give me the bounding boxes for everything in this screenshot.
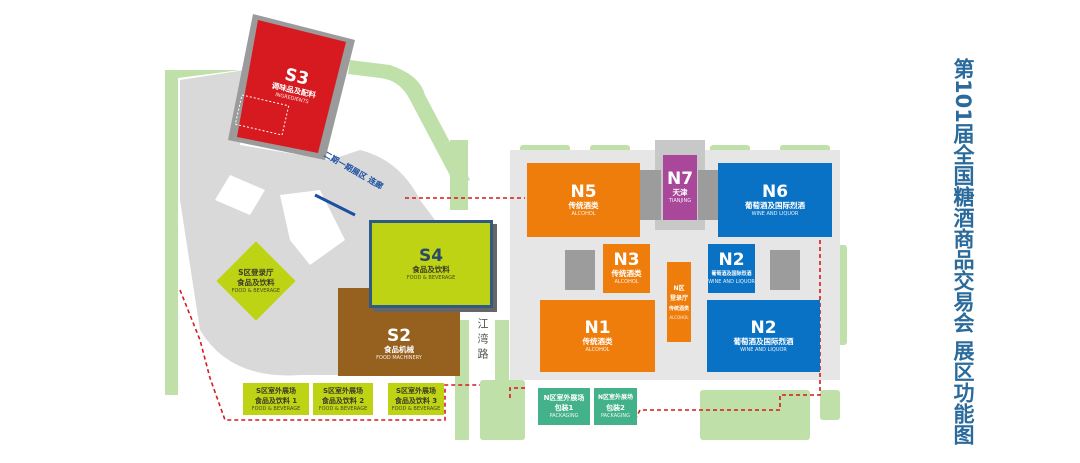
hall-code: N6 (761, 181, 789, 202)
hall-category-en: FOOD & BEVERAGE (391, 405, 441, 412)
outdoor-s2[interactable]: S区室外展场 食品及饮料 2 FOOD & BEVERAGE (313, 383, 373, 415)
hall-category-cn: 葡萄酒及国际烈酒 (711, 271, 752, 277)
hall-category-cn: 传统酒类 (611, 269, 642, 278)
outdoor-s1[interactable]: S区室外展场 食品及饮料 1 FOOD & BEVERAGE (243, 383, 309, 415)
hall-category-cn: 传统酒类 (668, 305, 689, 312)
hall-category-cn: 传统酒类 (568, 200, 599, 210)
page-title: 第101届全国糖酒商品交易会 展区功能图 (951, 58, 975, 446)
hall-category-cn: 传统酒类 (582, 336, 613, 346)
outdoor-s3[interactable]: S区室外展场 食品及饮料 3 FOOD & BEVERAGE (388, 383, 444, 415)
hall-code: S4 (418, 245, 444, 266)
hall-category-cn: 食品及饮料 2 (321, 396, 365, 405)
hall-category-cn: 食品及饮料 (237, 277, 275, 287)
hall-s4[interactable]: S4 食品及饮料 FOOD & BEVERAGE (369, 220, 493, 308)
hall-category-en: FOOD & BEVERAGE (318, 405, 368, 412)
hall-category-cn: 包装1 (554, 404, 574, 412)
hall-name: N区 (673, 284, 685, 292)
hall-category-cn: 食品及饮料 1 (254, 396, 298, 405)
hall-category-cn: 葡萄酒及国际烈酒 (745, 200, 805, 210)
hall-category-cn: 包装2 (606, 404, 625, 412)
hall-category-cn: 食品机械 (384, 344, 414, 354)
hall-category-en: PACKAGING (549, 413, 579, 419)
hall-name: N区室外展场 (597, 394, 634, 401)
hall-name: 登录厅 (669, 294, 688, 302)
hall-category-en: ALCOHOL (571, 210, 596, 217)
hall-category-cn: 天津 (672, 188, 688, 197)
road-label: 江湾路 (476, 318, 489, 363)
hall-code: N2 (750, 317, 777, 338)
hall-category-en: TIANJING (668, 198, 692, 204)
hall-category-en: ALCOHOL (669, 314, 689, 320)
hall-category-en: ALCOHOL (614, 279, 639, 285)
hall-category-en: FOOD MACHINERY (376, 354, 422, 361)
hall-code: N3 (613, 250, 640, 270)
route-lines (179, 197, 821, 421)
building-void (280, 190, 345, 265)
hall-n7[interactable]: N7 天津 TIANJING (663, 155, 697, 220)
hall-n1[interactable]: N1 传统酒类 ALCOHOL (540, 300, 655, 372)
hall-category-cn: 葡萄酒及国际烈酒 (733, 336, 794, 346)
hall-category-en: FOOD & BEVERAGE (406, 274, 456, 281)
s3-hall (237, 20, 346, 153)
passage-arrow (314, 193, 356, 217)
hall-category-en: FOOD & BEVERAGE (251, 405, 301, 412)
hall-code: N1 (584, 317, 611, 338)
hall-code: N7 (666, 169, 694, 189)
hall-code: N5 (570, 181, 597, 202)
hall-n6[interactable]: N6 葡萄酒及国际烈酒 WINE AND LIQUOR (718, 163, 832, 237)
hall-n2-small[interactable]: N2 葡萄酒及国际烈酒 WINE AND LIQUOR (708, 244, 755, 293)
hall-n2[interactable]: N2 葡萄酒及国际烈酒 WINE AND LIQUOR (707, 300, 820, 372)
hall-name: S区室外展场 (255, 386, 297, 395)
hall-name: S区室外展场 (322, 386, 364, 395)
hall-category-en: FOOD & BEVERAGE (231, 287, 281, 294)
hall-category-cn: 食品及饮料 (412, 264, 450, 274)
outdoor-n2[interactable]: N区室外展场 包装2 PACKAGING (594, 388, 637, 425)
hall-n3[interactable]: N3 传统酒类 ALCOHOL (603, 244, 650, 293)
hall-category-cn: 食品及饮料 3 (394, 396, 438, 405)
outdoor-n1[interactable]: N区室外展场 包装1 PACKAGING (538, 388, 590, 425)
hall-code: S2 (386, 325, 412, 346)
hall-category-en: PACKAGING (600, 413, 630, 419)
hall-name: S区登录厅 (238, 267, 274, 277)
hall-category-en: WINE AND LIQUOR (751, 210, 799, 217)
hall-n-lobby[interactable]: N区 登录厅 传统酒类 ALCOHOL (667, 262, 691, 342)
hall-category-en: WINE AND LIQUOR (708, 279, 755, 285)
hall-name: N区室外展场 (543, 394, 585, 402)
hall-n5[interactable]: N5 传统酒类 ALCOHOL (527, 163, 640, 237)
building-void (215, 175, 265, 215)
hall-name: S区室外展场 (395, 386, 437, 395)
hall-category-en: WINE AND LIQUOR (740, 346, 787, 353)
hall-category-en: ALCOHOL (585, 346, 610, 353)
hall-code: N2 (718, 250, 745, 270)
